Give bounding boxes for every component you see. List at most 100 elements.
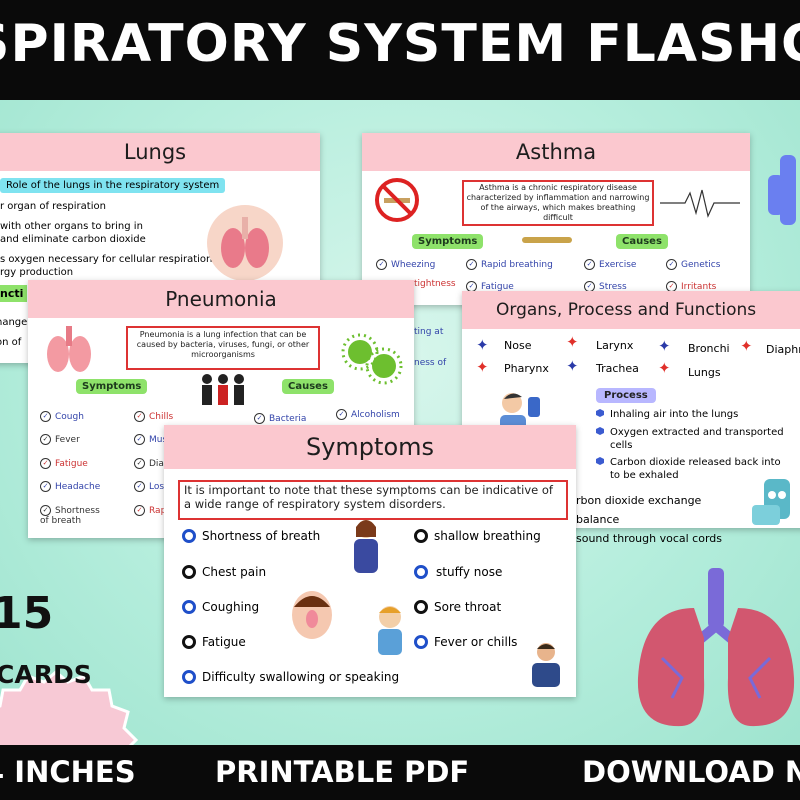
lungs-item: r organ of respiration (0, 201, 106, 212)
nose-face-icon (292, 591, 332, 639)
bullet-icon (182, 600, 196, 614)
no-smoking-icon (375, 178, 419, 222)
pneumonia-symptom: ✓Diar (134, 458, 168, 469)
trachea-icon (768, 155, 796, 225)
pneumonia-symptom: ✓Chills (134, 411, 173, 422)
asthma-card-header: Asthma (362, 133, 750, 171)
symptoms-card: Symptoms It is important to note that th… (164, 425, 576, 697)
asthma-causes-pill: Causes (616, 234, 668, 249)
organ-item: Diaphr (766, 343, 800, 356)
asthma-partial: tightness (414, 279, 456, 289)
symptom-item: Sore throat (434, 600, 502, 614)
organ-item: Larynx (596, 339, 634, 352)
asthma-partial: ness of (414, 358, 447, 368)
bullet-icon (414, 635, 428, 649)
symptom-item: stuffy nose (436, 565, 503, 579)
process-item: cells (610, 440, 633, 451)
download-label: DOWNLOAD NOW (582, 755, 800, 789)
symptoms-card-title: Symptoms (305, 433, 435, 461)
process-item: Carbon dioxide released back into (596, 457, 781, 468)
organ-item: Trachea (596, 362, 639, 375)
lungs-card-header: Lungs (0, 133, 320, 171)
asthma-cause: ✓Genetics (666, 259, 720, 270)
pneumonia-symptom: ✓Rapi (134, 505, 169, 516)
bronchi-icon (522, 237, 572, 243)
pneumonia-card-header: Pneumonia (28, 280, 414, 318)
asthma-card: Asthma Asthma is a chronic respiratory d… (362, 133, 750, 305)
function-item: rbon dioxide exchange (576, 494, 702, 507)
pneumonia-symptom: ✓Shortness of breath (40, 505, 100, 526)
symptom-item: Shortness of breath (202, 529, 321, 543)
symptom-item: Chest pain (202, 565, 267, 579)
lungs-extra: on of (0, 337, 22, 348)
pneumonia-symptom: ✓Fatigue (40, 458, 88, 469)
asthma-note: Asthma is a chronic respiratory disease … (462, 180, 654, 226)
cards-count-badge (0, 670, 139, 745)
bullet-icon (414, 529, 428, 543)
bottom-banner: 4 INCHES PRINTABLE PDF DOWNLOAD NOW (0, 745, 800, 800)
role-pill: Role of the lungs in the respiratory sys… (0, 178, 226, 193)
process-item: Oxygen extracted and transported (596, 427, 784, 438)
function-pill: ncti (0, 285, 28, 302)
woman-breathless-icon (354, 520, 378, 573)
asthma-card-title: Asthma (515, 140, 597, 164)
lungs-icon (47, 326, 91, 372)
organ-item: Lungs (688, 366, 721, 379)
pneumonia-cause: ✓Bacteria (254, 413, 306, 424)
inhaler-mascot-icon (752, 479, 790, 525)
process-item: Inhaling air into the lungs (596, 409, 738, 420)
bullet-icon (414, 600, 428, 614)
organ-item: Pharynx (504, 362, 549, 375)
pneumonia-symptoms-pill: Symptoms (76, 379, 148, 394)
badge-number: 15 (0, 588, 54, 639)
function-item: sound through vocal cords (576, 532, 723, 545)
lungs-extra: hange (0, 317, 28, 328)
bullet-icon (182, 565, 196, 579)
man-chills-icon (532, 643, 560, 687)
top-banner: SPIRATORY SYSTEM FLASHCARDS (0, 0, 800, 100)
symptoms-note: It is important to note that these sympt… (178, 480, 568, 520)
symptom-item: Fatigue (202, 635, 246, 649)
asthma-cause: ✓Exercise (584, 259, 636, 270)
symptom-item: Fever or chills (434, 635, 518, 649)
virus-icon (341, 333, 403, 385)
pneumonia-symptom: ✓Headache (40, 481, 100, 492)
pneumonia-symptom: ✓Musc (134, 434, 172, 445)
organs-card-title: Organs, Process and Functions (496, 300, 757, 320)
symptom-item: shallow breathing (434, 529, 541, 543)
lungs-item: with other organs to bring in (0, 221, 143, 232)
heartbeat-icon (660, 189, 740, 218)
lungs-item: rgy production (0, 267, 74, 278)
pneumonia-symptom: ✓Fever (40, 434, 80, 445)
bullet-icon (182, 635, 196, 649)
size-label: 4 INCHES (0, 755, 136, 789)
pneumonia-card-title: Pneumonia (165, 287, 277, 311)
symptom-item: Coughing (202, 600, 260, 614)
boy-coughing-icon (378, 606, 402, 655)
badge-label: CARDS (0, 660, 92, 689)
organ-item: Bronchi (688, 342, 730, 355)
asthma-symptom: ✓Wheezing (376, 259, 435, 270)
process-pill: Process (596, 388, 656, 403)
pneumonia-note: Pneumonia is a lung infection that can b… (126, 326, 320, 370)
symptom-item: Difficulty swallowing or speaking (202, 670, 400, 684)
pneumonia-symptom: ✓Cough (40, 411, 84, 422)
lungs-illustration-icon (207, 205, 283, 281)
people-icon (202, 374, 244, 405)
lungs-card-title: Lungs (123, 140, 187, 164)
lungs-item: s oxygen necessary for cellular respirat… (0, 254, 213, 265)
pneumonia-cause: ✓Alcoholism (336, 409, 400, 420)
background: Lungs Role of the lungs in the respirato… (0, 100, 800, 745)
lungs-item: and eliminate carbon dioxide (0, 234, 146, 245)
process-item: to be exhaled (610, 470, 679, 481)
large-lungs-icon (637, 568, 795, 727)
function-item: balance (576, 513, 620, 526)
asthma-partial: ting at (414, 327, 444, 337)
asthma-symptoms-pill: Symptoms (412, 234, 484, 249)
pneumonia-causes-pill: Causes (282, 379, 334, 394)
banner-title: SPIRATORY SYSTEM FLASHCARDS (0, 14, 800, 74)
asthma-symptom: ✓Rapid breathing (466, 259, 553, 270)
bullet-icon (182, 670, 196, 684)
pneumonia-symptom: ✓Loss (134, 481, 169, 492)
format-label: PRINTABLE PDF (215, 755, 470, 789)
